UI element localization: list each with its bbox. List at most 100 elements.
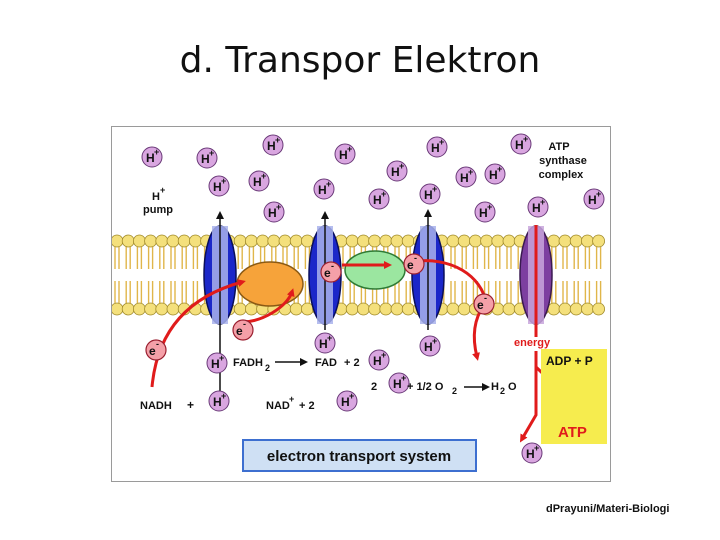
svg-text:+: + bbox=[327, 333, 332, 343]
slide-title: d. Transpor Elektron bbox=[179, 40, 541, 81]
lipid-head bbox=[121, 234, 135, 248]
proton-h-plus: H+ bbox=[263, 201, 285, 223]
lipid-head bbox=[446, 234, 460, 248]
proton-h-plus: H+ bbox=[484, 163, 506, 185]
proton-h-plus: H+ bbox=[141, 146, 163, 168]
lipid-head bbox=[390, 302, 404, 316]
lipid-head bbox=[401, 302, 415, 316]
svg-text:electron transport system: electron transport system bbox=[267, 448, 451, 465]
proton-h-plus: H+ bbox=[334, 143, 356, 165]
svg-text:FAD: FAD bbox=[315, 357, 337, 369]
lipid-head bbox=[189, 234, 202, 248]
proton-h-plus: H+ bbox=[419, 335, 441, 357]
lipid-head bbox=[379, 234, 393, 248]
svg-text:+: + bbox=[401, 373, 406, 383]
svg-text:H: H bbox=[213, 395, 222, 409]
lipid-head bbox=[446, 302, 460, 316]
svg-text:H: H bbox=[268, 206, 277, 220]
fadh-reaction: FADH 2 FAD + 2 bbox=[233, 357, 360, 373]
svg-text:+: + bbox=[160, 185, 165, 195]
svg-text:+: + bbox=[487, 202, 492, 212]
proton-h-plus: H+ bbox=[262, 134, 284, 156]
lipid-head bbox=[233, 234, 247, 248]
lipid-head bbox=[155, 234, 169, 248]
lipid-head bbox=[345, 302, 359, 316]
lipid-head bbox=[278, 234, 292, 248]
lipid-head bbox=[580, 302, 594, 316]
lipid-head bbox=[502, 234, 516, 248]
lipid-head bbox=[547, 302, 561, 316]
svg-text:+: + bbox=[209, 148, 214, 158]
proton-h-plus: H+ bbox=[314, 332, 336, 354]
svg-text:H: H bbox=[341, 395, 350, 409]
svg-text:+: + bbox=[540, 197, 545, 207]
lipid-head bbox=[132, 234, 146, 248]
lipid-head bbox=[155, 302, 169, 316]
svg-text:H: H bbox=[201, 152, 210, 166]
lipid-head bbox=[121, 302, 135, 316]
water-reaction: 2 + 1/2 O 2 H 2 O bbox=[371, 381, 517, 396]
lipid-head bbox=[457, 234, 471, 248]
lipid-head bbox=[558, 302, 572, 316]
lipid-head bbox=[177, 234, 191, 248]
electron-marker: e - bbox=[403, 253, 425, 275]
proton-h-plus: H+ bbox=[206, 352, 228, 374]
svg-text:+: + bbox=[326, 179, 331, 189]
proton-h-plus: H+ bbox=[196, 147, 218, 169]
svg-text:H: H bbox=[526, 447, 535, 461]
svg-text:+: + bbox=[349, 391, 354, 401]
pump-label: H + pump bbox=[143, 185, 173, 216]
lipid-head bbox=[502, 302, 516, 316]
svg-text:+ 1/2 O: + 1/2 O bbox=[407, 381, 444, 393]
lipid-head bbox=[244, 302, 258, 316]
electron-marker: e - bbox=[473, 293, 495, 315]
diagram-canvas: e - e - e - e - e - H+H+H+H+H+H+H+H+H+H+… bbox=[112, 133, 607, 472]
svg-text:-: - bbox=[156, 339, 159, 349]
svg-text:O: O bbox=[508, 381, 517, 393]
lipid-head bbox=[468, 234, 482, 248]
proton-h-plus: H+ bbox=[510, 133, 532, 155]
electron-transport-diagram: e - e - e - e - e - H+H+H+H+H+H+H+H+H+H+… bbox=[111, 126, 611, 482]
svg-text:e: e bbox=[324, 266, 331, 280]
lipid-head bbox=[289, 234, 303, 248]
svg-text:+: + bbox=[399, 161, 404, 171]
green-carrier bbox=[344, 250, 406, 290]
svg-text:H: H bbox=[373, 354, 382, 368]
lipid-head bbox=[144, 302, 157, 316]
svg-text:NAD: NAD bbox=[266, 400, 290, 412]
svg-text:NADH: NADH bbox=[140, 400, 172, 412]
svg-text:complex: complex bbox=[539, 169, 585, 181]
svg-text:H: H bbox=[424, 340, 433, 354]
lipid-head bbox=[558, 234, 572, 248]
system-banner: electron transport system bbox=[242, 439, 477, 472]
svg-text:+: + bbox=[432, 336, 437, 346]
svg-text:H: H bbox=[588, 193, 597, 207]
svg-text:+: + bbox=[276, 202, 281, 212]
nadh-reaction: NADH + NAD + + 2 bbox=[140, 394, 315, 412]
svg-text:+: + bbox=[439, 137, 444, 147]
svg-text:+: + bbox=[154, 147, 159, 157]
lipid-head bbox=[256, 234, 270, 248]
svg-text:H: H bbox=[431, 141, 440, 155]
proton-h-plus: H+ bbox=[527, 196, 549, 218]
proton-group: H+H+H+H+H+H+H+H+H+H+H+H+H+H+H+H+H+H+H+H+… bbox=[141, 133, 605, 464]
svg-text:H: H bbox=[460, 171, 469, 185]
svg-text:H: H bbox=[393, 377, 402, 391]
adp-p-label: ADP + P bbox=[546, 354, 593, 368]
svg-text:+: + bbox=[275, 135, 280, 145]
svg-text:H: H bbox=[515, 138, 524, 152]
svg-text:FADH: FADH bbox=[233, 357, 263, 369]
svg-text:pump: pump bbox=[143, 204, 173, 216]
lipid-head bbox=[401, 234, 415, 248]
svg-text:-: - bbox=[243, 319, 246, 329]
lipid-head bbox=[267, 234, 281, 248]
proton-h-plus: H+ bbox=[208, 175, 230, 197]
svg-text:2: 2 bbox=[265, 363, 270, 373]
svg-text:+: + bbox=[289, 394, 294, 404]
proton-h-plus: H+ bbox=[583, 188, 605, 210]
svg-text:H: H bbox=[491, 381, 499, 393]
svg-text:+: + bbox=[261, 171, 266, 181]
lipid-head bbox=[569, 302, 583, 316]
proton-h-plus: H+ bbox=[426, 136, 448, 158]
svg-text:2: 2 bbox=[452, 386, 457, 396]
